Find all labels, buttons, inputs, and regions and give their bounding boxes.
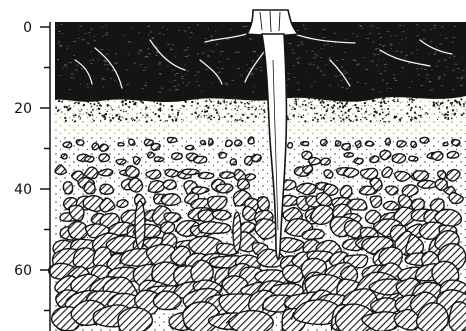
stone xyxy=(198,172,214,178)
stone xyxy=(258,197,270,211)
stone xyxy=(116,159,126,164)
stone xyxy=(92,143,99,150)
stone xyxy=(386,138,391,145)
stone xyxy=(238,179,250,190)
stone xyxy=(230,159,236,165)
stone xyxy=(354,158,363,164)
stone xyxy=(168,137,177,142)
stone xyxy=(380,150,391,159)
stone xyxy=(438,171,446,179)
stone xyxy=(61,154,67,159)
stone xyxy=(209,139,213,146)
stone xyxy=(443,142,448,145)
stone xyxy=(118,143,124,146)
stone xyxy=(198,210,214,222)
eluvial-sand-stipple xyxy=(55,95,466,140)
stone xyxy=(432,152,443,161)
stone xyxy=(165,169,179,177)
stone xyxy=(68,222,87,239)
stone xyxy=(248,137,254,144)
stone xyxy=(172,153,183,160)
stone xyxy=(63,182,72,194)
stone xyxy=(129,178,143,192)
stone xyxy=(392,154,405,163)
stone xyxy=(420,137,429,143)
stone xyxy=(148,152,155,158)
stone xyxy=(324,170,333,179)
stone xyxy=(336,141,341,146)
stone xyxy=(370,196,382,208)
stone xyxy=(355,141,361,148)
stone xyxy=(320,140,327,146)
stone xyxy=(303,165,313,173)
stone xyxy=(220,172,235,179)
stone xyxy=(84,182,95,194)
stone xyxy=(85,156,94,162)
stone xyxy=(370,156,379,163)
stone xyxy=(148,181,164,193)
depth-tick-label: 40 xyxy=(14,182,32,198)
stone xyxy=(182,169,199,175)
stone xyxy=(153,291,181,310)
stone xyxy=(342,143,350,150)
stone xyxy=(411,141,417,147)
stone xyxy=(99,144,108,151)
stone xyxy=(200,141,205,145)
stone xyxy=(100,184,114,194)
stone xyxy=(154,157,163,162)
stone xyxy=(117,200,128,208)
depth-scale: 0 20 40 60 xyxy=(14,20,50,331)
stone xyxy=(185,145,194,149)
stone xyxy=(301,142,309,146)
stone xyxy=(76,140,84,145)
stone xyxy=(235,140,242,146)
stone xyxy=(135,201,145,249)
stone xyxy=(340,186,352,198)
stone xyxy=(344,153,353,157)
stone xyxy=(219,152,226,158)
stone xyxy=(134,157,141,165)
stone xyxy=(413,171,428,181)
stone xyxy=(288,143,293,148)
depth-tick-label: 0 xyxy=(23,20,32,36)
stone xyxy=(233,212,241,252)
stone xyxy=(194,156,207,163)
stone xyxy=(251,154,261,162)
stone xyxy=(409,156,418,161)
stone xyxy=(161,222,175,234)
stone xyxy=(161,194,180,206)
stone xyxy=(63,142,72,148)
tree-stump xyxy=(247,10,298,36)
stone xyxy=(212,210,231,220)
stone xyxy=(118,307,152,331)
stone xyxy=(321,158,331,165)
stone xyxy=(216,184,233,193)
stone xyxy=(418,180,438,188)
depth-tick-label: 20 xyxy=(14,101,32,117)
stone xyxy=(151,144,160,151)
stone xyxy=(226,140,233,146)
stone xyxy=(449,302,466,331)
stone xyxy=(282,265,302,282)
stone xyxy=(99,154,109,162)
stone xyxy=(309,158,321,165)
depth-tick-label: 60 xyxy=(14,263,32,279)
stone xyxy=(199,222,231,234)
stone xyxy=(447,151,459,158)
stone xyxy=(397,141,406,147)
